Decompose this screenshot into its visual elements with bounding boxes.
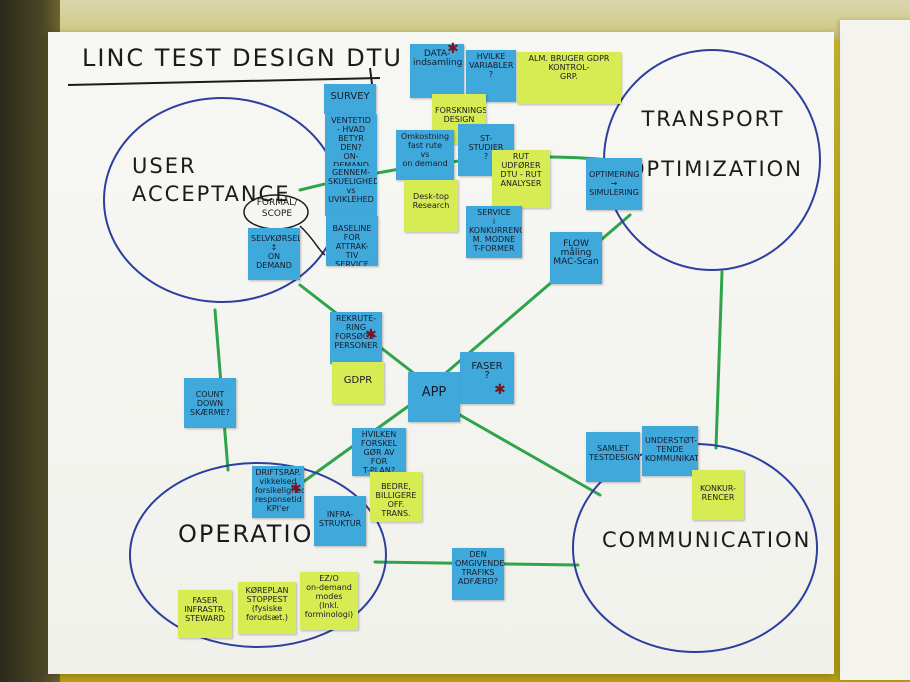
- title-tick: [369, 67, 373, 85]
- note-rut: RUT UDFØRER DTU - RUT ANALYSER: [492, 150, 550, 208]
- star-mark-rekrut: ✱: [365, 327, 377, 343]
- note-service: SERVICE i KONKURRENCE M. MODNE T-FORMER: [466, 206, 522, 258]
- connector-app-operation: [283, 403, 412, 497]
- note-faser: FASER ?: [460, 352, 514, 404]
- note-gdpr: GDPR: [332, 362, 384, 404]
- note-ezo: EZ/O on-demand modes (Inkl. forminologi): [300, 572, 358, 630]
- note-data: DATA- indsamling: [410, 44, 464, 98]
- note-optimering: OPTIMERING → SIMULERING: [586, 158, 642, 210]
- note-alm: ALM. BRUGER GDPR KONTROL- GRP.: [517, 52, 621, 104]
- note-infra: INFRA- STRUKTUR: [314, 496, 366, 546]
- note-baseline: BASELINE FOR ATTRAK- TIV SERVICE: [326, 216, 378, 266]
- note-hvilke: HVILKE VARIABLER ?: [466, 50, 516, 102]
- note-app[interactable]: APP: [408, 372, 460, 422]
- note-drift: DRIFTSRAP. vikkelsed forsikelighed respo…: [252, 466, 304, 518]
- note-hvilken: HVILKEN FORSKEL GØR AV FOR T-PLAN?: [352, 428, 406, 476]
- connector-transport-communication: [714, 270, 724, 450]
- circle-label-operation: OPERATION: [178, 520, 334, 548]
- note-omgivende: DEN OMGIVENDE TRAFIKS ADFÆRD?: [452, 548, 504, 600]
- second-flipchart-sheet: [840, 20, 910, 680]
- note-konkur: KONKUR- RENCER: [692, 470, 744, 520]
- page-title: LINC TEST DESIGN DTU: [82, 44, 403, 72]
- star-mark-faser: ✱: [494, 382, 506, 398]
- note-bedre: BEDRE, BILLIGERE OFF. TRANS.: [370, 472, 422, 522]
- note-desktop: Desk-top Research: [404, 180, 458, 232]
- circle-operation: [129, 462, 387, 648]
- circle-label-user-acceptance: USER ACCEPTANCE: [132, 154, 291, 206]
- note-selvkorsel: SELVKØRSEL ↕ ON DEMAND: [248, 228, 300, 280]
- note-rekrut: REKRUTE- RING FORSØGS- PERSONER: [330, 312, 382, 364]
- note-flow: FLOW måling MAC-Scan: [550, 232, 602, 284]
- note-survey: SURVEY: [324, 84, 376, 114]
- star-mark-data: ✱: [447, 41, 459, 57]
- note-gennem: GENNEM- SKUELIGHED vs UVIKLEHED: [325, 166, 377, 216]
- note-samlet: SAMLET TESTDESIGN: [586, 432, 640, 482]
- connector-app-communication: [458, 413, 602, 497]
- note-omkost: Omkostning fast rute vs on demand: [396, 130, 454, 180]
- note-koreplan: KØREPLAN STOPPEST (fysiske forudsæt.): [238, 582, 296, 634]
- circle-label-communication: COMMUNICATION: [602, 528, 812, 552]
- scope-arrow: [299, 225, 326, 256]
- note-faser2: FASER INFRASTR. STEWARD: [178, 590, 232, 638]
- scope-label: FORMÅL/ SCOPE: [256, 198, 298, 219]
- note-understot: UNDERSTØT- TENDE KOMMUNIKAT.: [642, 426, 698, 476]
- note-ventetid: VENTETID - HVAD BETYR DEN? ON-DEMAND: [325, 114, 377, 166]
- circle-label-transport-optimization: TRANSPORT OPTIMIZATION: [628, 107, 803, 181]
- star-mark-drift: ✱: [290, 481, 302, 497]
- note-countdown: COUNT DOWN SKÆRME?: [184, 378, 236, 428]
- title-underline: [67, 77, 381, 86]
